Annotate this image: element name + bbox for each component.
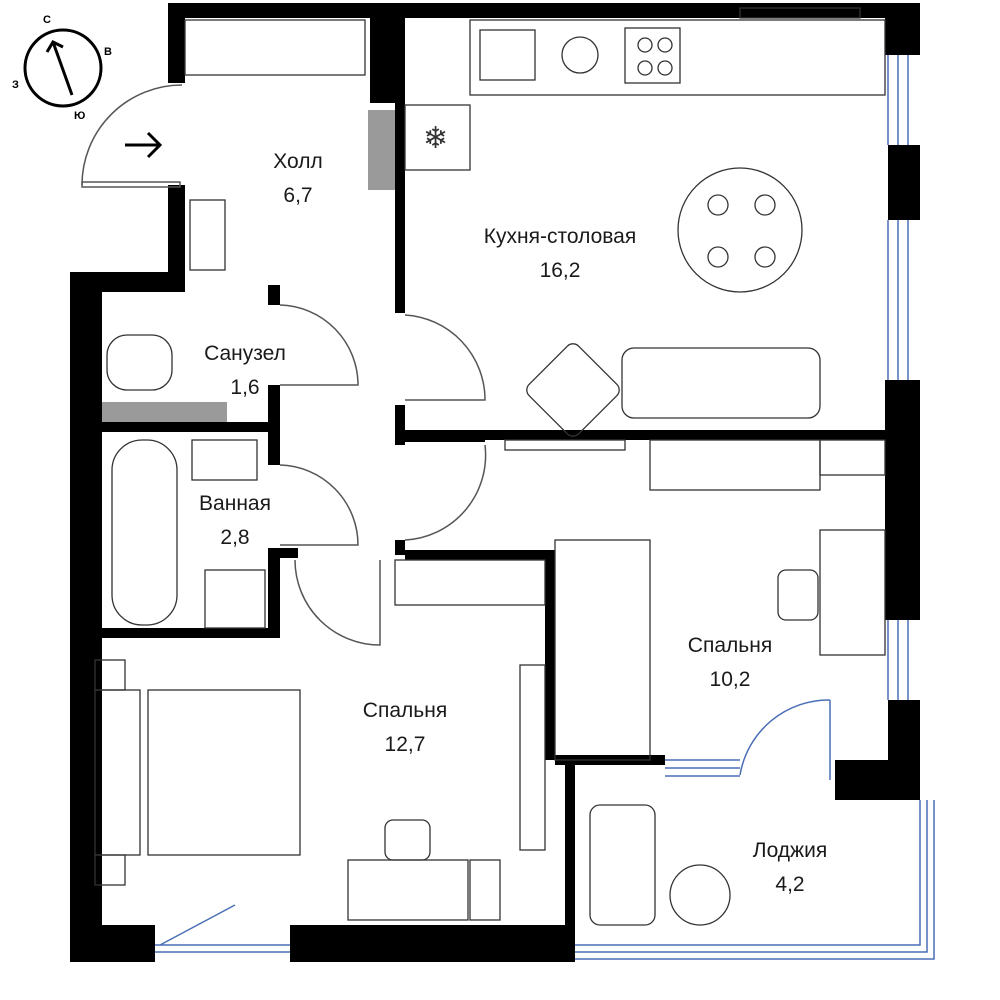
compass-west: З [12, 79, 19, 91]
compass-east: В [104, 46, 112, 58]
dishwasher-icon [561, 36, 599, 74]
washing-machine [204, 569, 266, 629]
freezer-icon: ❄ [423, 122, 448, 155]
loggia-table [669, 864, 731, 926]
furniture [94, 7, 886, 926]
walls [70, 3, 920, 962]
windows [155, 55, 935, 960]
entrance-arrow-icon [125, 131, 163, 159]
sink-icon [479, 29, 536, 81]
desk-2 [819, 529, 886, 656]
doors [81, 84, 487, 646]
compass-icon [23, 28, 103, 108]
dining-table [677, 167, 803, 293]
compass-north: С [43, 14, 51, 26]
washbasin [191, 439, 258, 481]
bathtub [111, 439, 178, 626]
sofa [621, 347, 821, 419]
compass-south: Ю [74, 110, 86, 122]
single-bed [554, 539, 651, 761]
toilet [106, 334, 173, 391]
shaft [368, 110, 395, 190]
desk [347, 859, 469, 921]
shaft [102, 402, 227, 422]
loggia-sofa [589, 804, 656, 926]
stove-icon [624, 27, 681, 84]
double-bed [147, 689, 301, 856]
